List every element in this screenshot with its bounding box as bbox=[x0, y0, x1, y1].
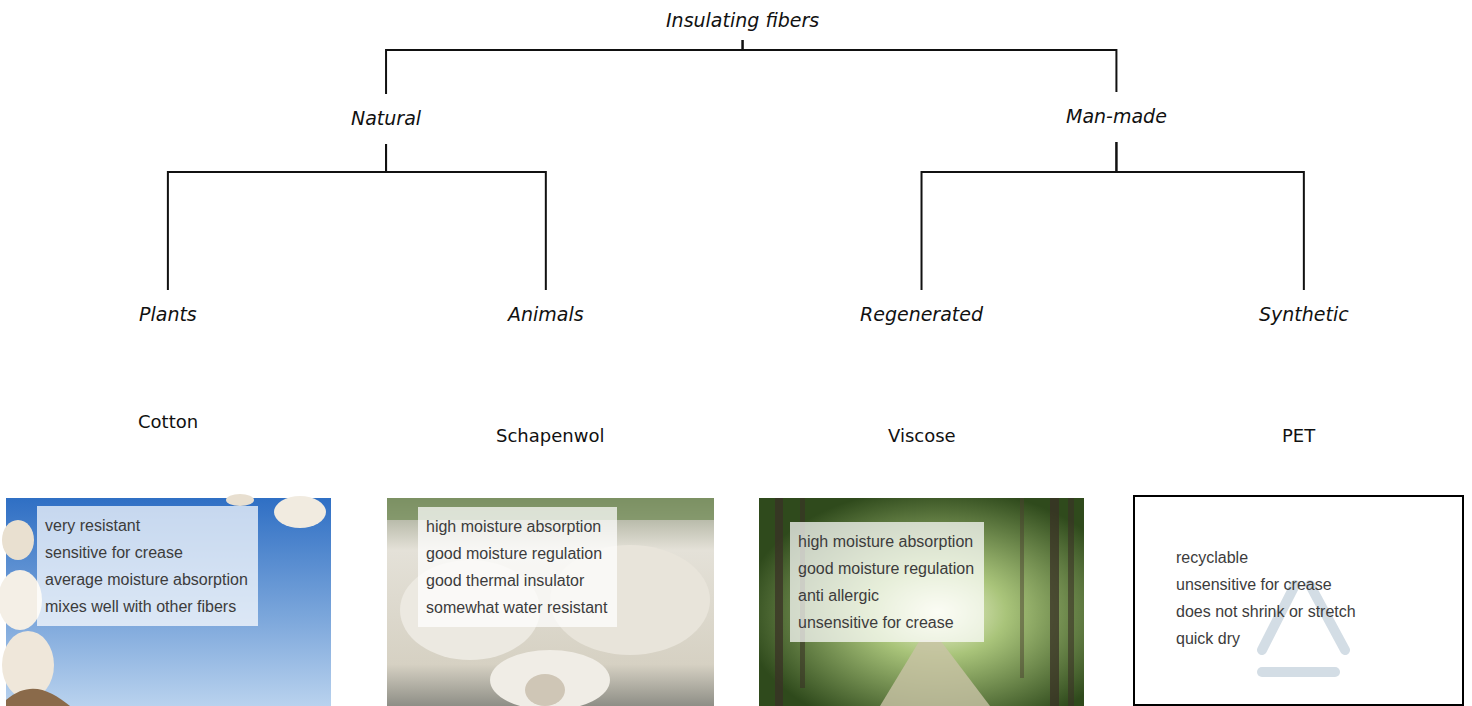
tree-node: Plants bbox=[139, 302, 197, 326]
fiber-card: Cotton very resistantsensitive for crease… bbox=[6, 400, 331, 706]
property-line: good moisture regulation bbox=[426, 540, 607, 567]
forest-photo bbox=[759, 498, 1084, 706]
tree-node: Synthetic bbox=[1259, 302, 1349, 326]
property-line: recyclable bbox=[1176, 544, 1356, 571]
property-line: good moisture regulation bbox=[798, 555, 974, 582]
property-line: average moisture absorption bbox=[45, 566, 248, 593]
node-label: Man-made bbox=[1066, 104, 1167, 128]
property-line: good thermal insulator bbox=[426, 567, 607, 594]
fiber-name: PET bbox=[1282, 424, 1315, 448]
cotton-photo bbox=[0, 494, 331, 706]
tree-node: Animals bbox=[508, 302, 584, 326]
fiber-name: Viscose bbox=[888, 424, 956, 448]
property-line: high moisture absorption bbox=[798, 528, 974, 555]
node-label: Synthetic bbox=[1259, 302, 1349, 326]
fiber-card: PET recyclableunsensitive for creasedoes … bbox=[1134, 400, 1463, 706]
node-label: Plants bbox=[139, 302, 197, 326]
tree-connector bbox=[922, 142, 1117, 290]
property-line: unsensitive for crease bbox=[1176, 571, 1356, 598]
tree-connector bbox=[1116, 142, 1303, 290]
property-line: unsensitive for crease bbox=[798, 609, 974, 636]
fiber-name: Cotton bbox=[138, 410, 198, 434]
property-panel: high moisture absorptiongood moisture re… bbox=[790, 522, 984, 642]
node-label: Regenerated bbox=[860, 302, 983, 326]
property-line: very resistant bbox=[45, 512, 248, 539]
tree-connector bbox=[386, 40, 743, 94]
property-line: mixes well with other fibers bbox=[45, 593, 248, 620]
property-line: high moisture absorption bbox=[426, 513, 607, 540]
fiber-name: Schapenwol bbox=[496, 424, 604, 448]
tree-connector bbox=[743, 40, 1117, 92]
fiber-card: Schapenwol high moisture absorptiongood m… bbox=[387, 400, 714, 706]
property-panel: high moisture absorptiongood moisture re… bbox=[418, 507, 617, 627]
fiber-card: Viscose high moisture absorptiongood mois… bbox=[759, 400, 1084, 706]
tree-node: Regenerated bbox=[860, 302, 983, 326]
node-label: Natural bbox=[351, 106, 421, 130]
sheep-photo bbox=[387, 498, 714, 706]
property-panel: very resistantsensitive for creaseaverag… bbox=[37, 506, 258, 626]
property-line: somewhat water resistant bbox=[426, 594, 607, 621]
tree-node: Man-made bbox=[1066, 104, 1167, 128]
tree-connector bbox=[168, 144, 386, 290]
property-line: sensitive for crease bbox=[45, 539, 248, 566]
tree-node: Insulating fibers bbox=[666, 8, 819, 32]
node-label: Animals bbox=[508, 302, 584, 326]
node-label: Insulating fibers bbox=[666, 8, 819, 32]
property-panel: recyclableunsensitive for creasedoes not… bbox=[1168, 538, 1366, 658]
property-line: quick dry bbox=[1176, 625, 1356, 652]
tree-connector bbox=[386, 144, 546, 290]
property-line: does not shrink or stretch bbox=[1176, 598, 1356, 625]
property-line: anti allergic bbox=[798, 582, 974, 609]
tree-node: Natural bbox=[351, 106, 421, 130]
pet-recycle-picture bbox=[1134, 496, 1463, 705]
